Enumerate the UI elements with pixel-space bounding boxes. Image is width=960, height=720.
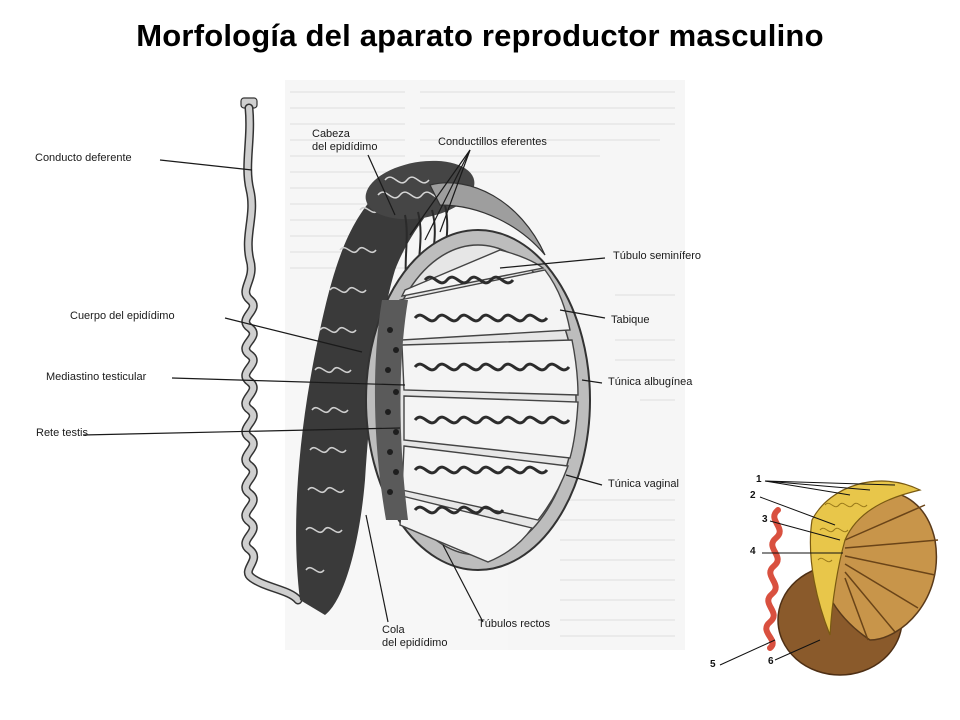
label-cabeza-epididimo-1: Cabeza xyxy=(312,128,350,140)
inset-illustration xyxy=(719,480,939,676)
label-cola-epididimo-1: Cola xyxy=(382,624,405,636)
label-cuerpo-epididimo: Cuerpo del epidídimo xyxy=(70,310,175,322)
label-cola-epididimo-2: del epidídimo xyxy=(382,637,448,649)
label-rete-testis: Rete testis xyxy=(36,427,88,439)
label-cabeza-epididimo-2: del epidídimo xyxy=(312,141,378,153)
label-mediastino-testicular: Mediastino testicular xyxy=(46,371,147,383)
vas-deferens xyxy=(240,97,303,605)
inset-number-4: 4 xyxy=(750,546,756,557)
inset-number-3: 3 xyxy=(762,514,768,525)
page-title: Morfología del aparato reproductor mascu… xyxy=(136,18,824,53)
label-tabique: Tabique xyxy=(611,314,650,326)
label-tunica-vaginal: Túnica vaginal xyxy=(608,478,679,490)
label-tubulo-seminifero: Túbulo seminífero xyxy=(613,250,702,262)
label-conducto-deferente: Conducto deferente xyxy=(35,152,132,164)
inset-number-5: 5 xyxy=(710,659,716,670)
label-conductillos-eferentes: Conductillos eferentes xyxy=(438,136,547,148)
leader-lines xyxy=(82,149,606,623)
inset-number-6: 6 xyxy=(768,656,774,667)
testis xyxy=(365,182,591,571)
label-tunica-albuginea: Túnica albugínea xyxy=(608,376,693,388)
inset-number-2: 2 xyxy=(750,490,756,501)
label-tubulos-rectos: Túbulos rectos xyxy=(478,618,551,630)
inset-number-1: 1 xyxy=(756,474,762,485)
